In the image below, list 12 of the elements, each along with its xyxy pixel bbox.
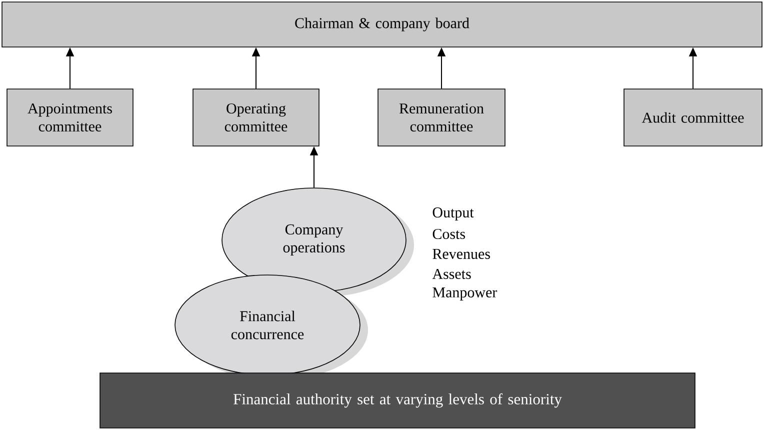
committee-box: Operating committee — [192, 88, 320, 146]
list-item: Costs — [432, 228, 465, 240]
list-item: Manpower — [432, 288, 498, 300]
authority-band: Financial authority set at varying levels of seniority — [100, 372, 696, 428]
committee-box: Audit committee — [624, 88, 762, 146]
list-item: Revenues — [432, 249, 490, 259]
ellipse-node: Financial concurrence — [174, 274, 368, 380]
committee-box: Remuneration committee — [378, 88, 506, 146]
committee-box: Chairman & company board — [2, 2, 762, 48]
list-item: Assets — [432, 268, 471, 279]
list-item: Output — [432, 207, 474, 221]
committee-box: Appointments committee — [6, 88, 134, 146]
